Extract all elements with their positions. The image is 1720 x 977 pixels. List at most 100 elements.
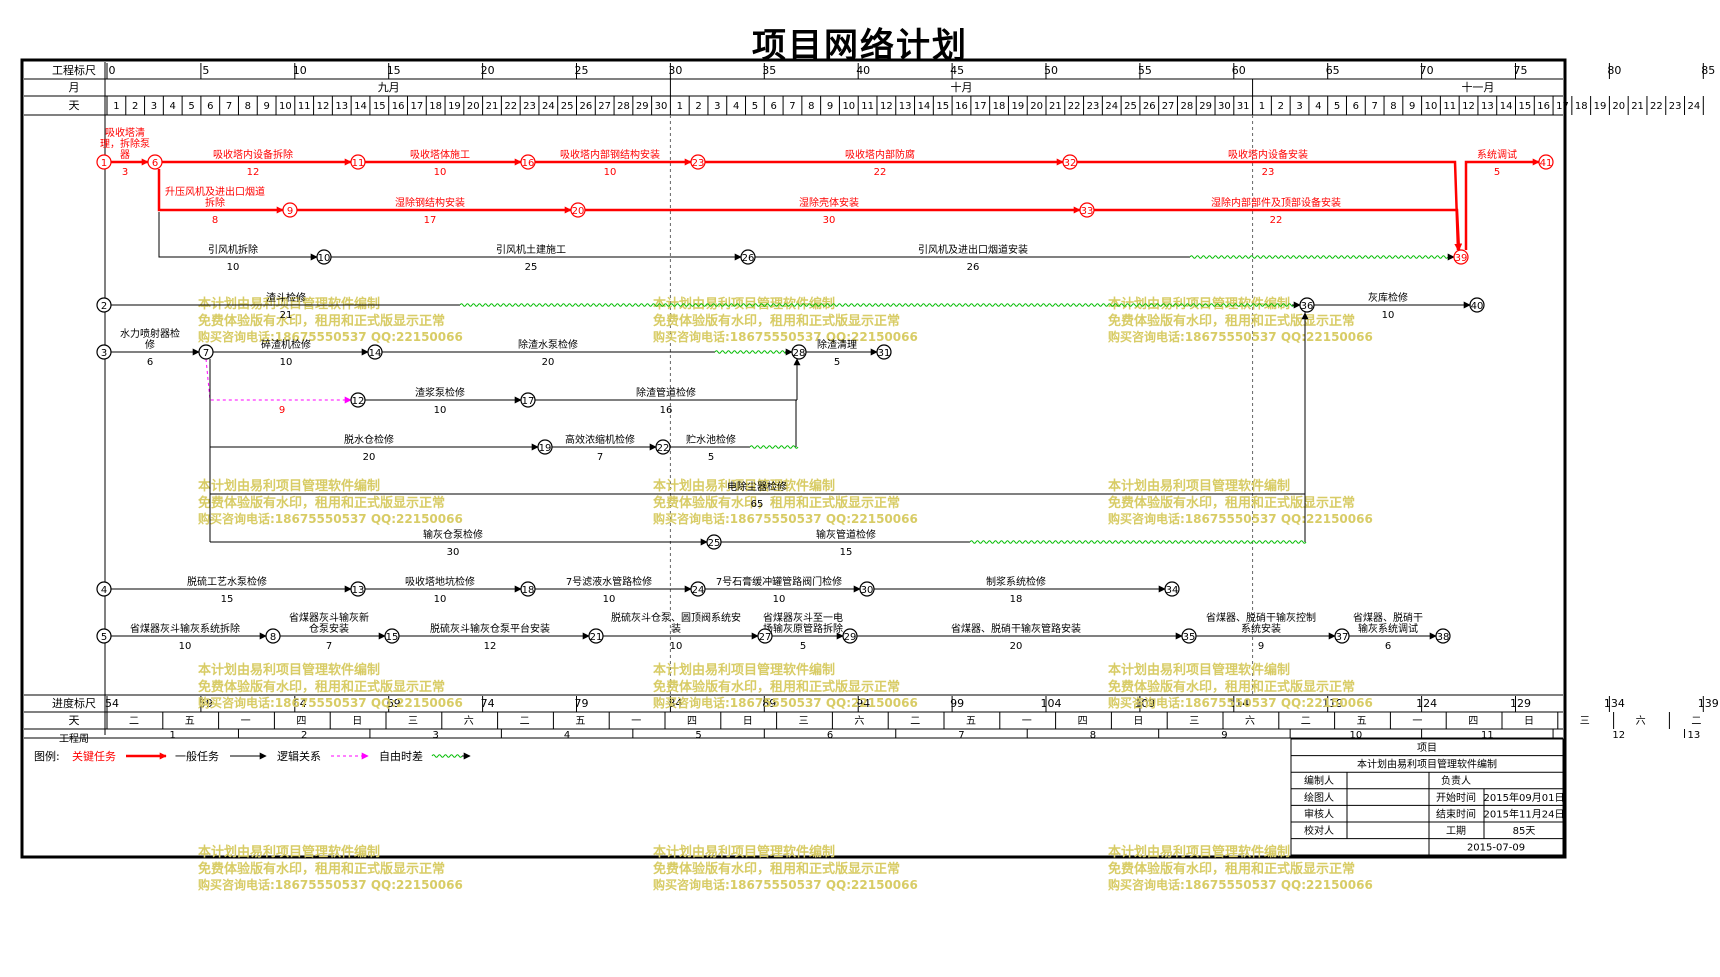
- day-number: 29: [636, 101, 649, 112]
- event-node: [96, 154, 112, 170]
- ruler-tick-label: 15: [387, 64, 401, 77]
- task-duration: 5: [708, 452, 714, 463]
- weekday-cell: 一: [1412, 716, 1422, 727]
- task-name: 器: [120, 149, 130, 161]
- week-number: 4: [564, 730, 570, 741]
- day-number: 21: [1631, 101, 1644, 112]
- day-number: 20: [1030, 101, 1043, 112]
- ruler-tick-label: 5: [202, 64, 209, 77]
- legend-critical: 关键任务: [72, 749, 116, 763]
- day-number: 5: [752, 101, 758, 112]
- task-duration: 20: [363, 452, 376, 463]
- watermark-line3: 购买咨询电话:18675550537 QQ:22150066: [653, 695, 918, 710]
- legend-normal: 一般任务: [175, 750, 219, 763]
- task-name: 省煤器灰斗输灰系统拆除: [130, 622, 240, 635]
- event-node-id: 7: [203, 348, 209, 359]
- event-node-id: 32: [1064, 158, 1077, 169]
- task-name: 装: [671, 622, 681, 635]
- day-number: 4: [733, 101, 739, 112]
- task-duration: 3: [122, 167, 128, 178]
- task-duration: 26: [967, 262, 980, 273]
- info-box: [1290, 738, 1564, 856]
- event-node: [1334, 628, 1350, 644]
- event-node-id: 33: [1081, 206, 1094, 217]
- progress-tick-label: 104: [1041, 697, 1062, 710]
- month-name: 十一月: [1461, 80, 1494, 94]
- event-node: [791, 344, 807, 360]
- day-number: 30: [655, 101, 668, 112]
- watermark-line3: 购买咨询电话:18675550537 QQ:22150066: [1108, 511, 1373, 526]
- day-number: 22: [504, 101, 517, 112]
- logic-arrow: [205, 358, 352, 404]
- weekday-cell: 一: [631, 716, 641, 727]
- task-name: 升压风机及进出口烟道: [165, 185, 265, 198]
- event-node-id: 25: [708, 538, 721, 549]
- event-node: [96, 344, 112, 360]
- day-number: 8: [245, 101, 251, 112]
- task-duration: 18: [1010, 594, 1023, 605]
- event-node-id: 37: [1336, 632, 1349, 643]
- task-name: 引风机及进出口烟道安装: [918, 243, 1028, 256]
- legend-float: 自由时差: [379, 749, 423, 763]
- weekday-cell: 四: [296, 716, 306, 727]
- watermark-line1: 本计划由易利项目管理软件编制: [1108, 844, 1290, 860]
- task-duration: 10: [179, 641, 192, 652]
- task-duration: 30: [447, 547, 460, 558]
- weekday-cell: 日: [352, 716, 362, 727]
- day-number: 1: [1259, 101, 1265, 112]
- progress-tick-label: 114: [1228, 697, 1249, 710]
- task-duration: 12: [484, 641, 497, 652]
- event-node-id: 23: [692, 158, 705, 169]
- task-duration: 7: [597, 452, 603, 463]
- day-number: 3: [1296, 101, 1302, 112]
- task-name: 脱硫灰斗输灰仓泵平台安装: [430, 622, 550, 635]
- event-node-id: 11: [352, 158, 365, 169]
- event-node: [350, 392, 366, 408]
- event-node-id: 5: [101, 632, 107, 643]
- week-number: 5: [695, 730, 701, 741]
- task-name: 吸收塔内设备拆除: [213, 148, 293, 161]
- info-owner: 负责人: [1441, 774, 1471, 787]
- day-number: 18: [1575, 101, 1588, 112]
- weekday-cell: 五: [575, 716, 585, 727]
- watermark-line1: 本计划由易利项目管理软件编制: [653, 844, 835, 860]
- weekday-cell: 一: [241, 716, 251, 727]
- task-name: 电除尘器检修: [727, 480, 787, 493]
- task-name: 吸收塔地坑检修: [405, 575, 475, 588]
- week-number: 3: [432, 730, 438, 741]
- day-number: 20: [467, 101, 480, 112]
- task-duration: 20: [1010, 641, 1023, 652]
- ruler-tick-label: 65: [1326, 64, 1340, 77]
- task-name: 除渣水泵检修: [518, 338, 578, 351]
- watermark-line2: 免费体验版有水印，租用和正式版显示正常: [1108, 495, 1355, 511]
- weekday-cell: 日: [1524, 716, 1534, 727]
- day-number: 5: [1334, 101, 1340, 112]
- task-duration: 10: [280, 357, 293, 368]
- event-node: [520, 581, 536, 597]
- progress-label: 进度标尺: [52, 696, 96, 710]
- weekday-cell: 日: [743, 716, 753, 727]
- task-name: 输灰系统调试: [1358, 622, 1418, 635]
- day-number: 2: [132, 101, 138, 112]
- watermark-line2: 免费体验版有水印，租用和正式版显示正常: [653, 495, 900, 511]
- ruler-tick-label: 20: [481, 64, 495, 77]
- task-name: 系统安装: [1241, 622, 1281, 635]
- task-name: 渣浆泵检修: [415, 386, 465, 399]
- day-number: 23: [523, 101, 536, 112]
- free-float-line: [749, 445, 799, 449]
- progress-tick-label: 124: [1416, 697, 1437, 710]
- weekday-cell: 五: [1357, 716, 1367, 727]
- task-duration: 10: [604, 167, 617, 178]
- task-name: 输灰管道检修: [816, 528, 876, 541]
- day-number: 21: [486, 101, 499, 112]
- event-node-id: 36: [1301, 301, 1314, 312]
- task-duration: 10: [434, 167, 447, 178]
- event-node-id: 17: [522, 396, 535, 407]
- task-name: 引风机土建施工: [496, 243, 566, 256]
- day-number: 10: [279, 101, 292, 112]
- task-duration: 17: [424, 215, 437, 226]
- task-duration: 9: [1258, 641, 1264, 652]
- task-duration: 15: [840, 547, 853, 558]
- event-node-id: 13: [352, 585, 365, 596]
- event-node: [1181, 628, 1197, 644]
